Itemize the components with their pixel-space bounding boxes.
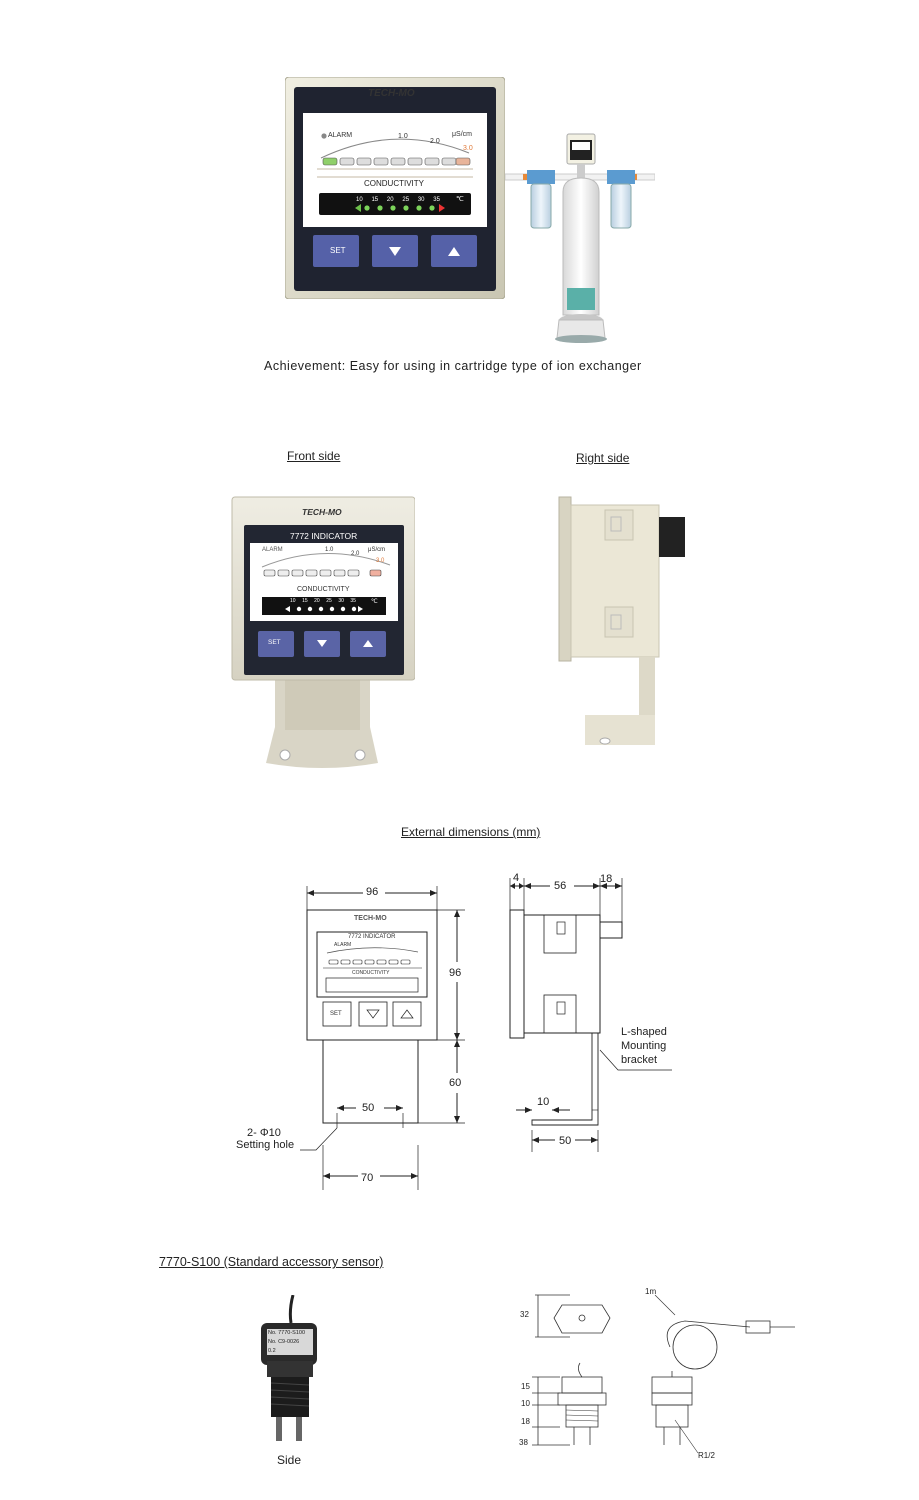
front-scale-1: 1.0	[325, 547, 334, 553]
dim-side-terminal: 18	[600, 873, 613, 885]
hero-scale-3: 3.0	[463, 145, 473, 152]
hero-model: 7772 INDICATOR	[356, 114, 432, 125]
sensor-side-label: Side	[277, 1453, 302, 1467]
front-temp-row: 10 15 20 25 30 35	[290, 598, 356, 604]
dim-hole-spacing: 50	[362, 1102, 375, 1114]
hero-conductivity: CONDUCTIVITY	[364, 179, 424, 188]
hero-scale-1: 1.0	[398, 133, 408, 140]
hero-deg: ℃	[456, 196, 464, 203]
sensor-thread: R1/2	[698, 1451, 715, 1460]
dim-bracket-height: 60	[449, 1077, 462, 1089]
hero-temp-row: 10 15 20 25 30 35	[356, 197, 440, 203]
dim-bracket-width: 70	[361, 1172, 374, 1184]
front-unit: μS/cm	[368, 547, 386, 553]
sensor-label-serial: No. C9-0026	[268, 1339, 300, 1345]
front-dimension-drawing	[220, 870, 480, 1200]
dim-front-conductivity: CONDUCTIVITY	[352, 970, 390, 976]
sensor-label-cell: 0.2	[268, 1348, 276, 1354]
hero-unit: μS/cm	[452, 131, 472, 138]
sensor-dim-18: 18	[521, 1417, 530, 1426]
hero-temp-10: 10	[356, 197, 363, 203]
front-model: 7772 INDICATOR	[290, 531, 358, 541]
dim-front-width: 96	[366, 886, 379, 898]
sensor-dim-10: 10	[521, 1399, 530, 1408]
hero-temp-15: 15	[371, 197, 379, 203]
front-alarm: ALARM	[262, 547, 283, 553]
sensor-cable-length: 1m	[645, 1287, 657, 1296]
hero-brand: TECH-MO	[368, 88, 415, 99]
dim-front-brand: TECH-MO	[354, 915, 387, 922]
front-side-label: Front side	[287, 449, 341, 463]
dim-side-bracket-depth: 50	[559, 1135, 572, 1147]
dim-bracket-label-1: L-shaped	[621, 1026, 667, 1038]
front-temp-35: 35	[350, 598, 356, 604]
front-temp-25: 25	[326, 598, 332, 604]
hero-temp-25: 25	[402, 197, 410, 203]
dim-hole-label-1: 2- Φ10	[247, 1127, 281, 1139]
cartridge-image	[504, 130, 656, 345]
hero-set-button: SET	[330, 246, 346, 255]
sensor-title: 7770-S100 (Standard accessory sensor)	[159, 1255, 384, 1269]
front-scale-2: 2.0	[351, 551, 360, 557]
dim-side-bracket-offset: 10	[537, 1096, 550, 1108]
front-brand: TECH-MO	[302, 507, 342, 517]
front-view-image	[230, 495, 416, 775]
hero-temp-30: 30	[417, 197, 425, 203]
dim-bracket-label-3: bracket	[621, 1054, 658, 1066]
front-temp-10: 10	[290, 598, 296, 604]
dim-front-model: 7772 INDICATOR	[348, 934, 396, 940]
hero-indicator-image	[284, 76, 506, 300]
front-temp-20: 20	[314, 598, 320, 604]
dimensions-title: External dimensions (mm)	[401, 825, 541, 839]
dim-side-bezel: 4	[513, 872, 520, 884]
sensor-photo	[245, 1294, 335, 1450]
right-view-image	[555, 495, 689, 755]
hero-temp-20: 20	[386, 197, 394, 203]
sensor-dim-38: 38	[519, 1438, 528, 1447]
side-dimension-drawing	[500, 870, 700, 1160]
dim-side-depth: 56	[554, 880, 567, 892]
dim-front-height: 96	[449, 967, 462, 979]
sensor-label-model: No. 7770-S100	[268, 1330, 305, 1336]
hero-temp-35: 35	[433, 197, 440, 203]
hero-alarm: ALARM	[328, 132, 353, 139]
front-conductivity: CONDUCTIVITY	[297, 586, 350, 593]
sensor-dim-top: 32	[520, 1310, 529, 1319]
dim-bracket-label-2: Mounting	[621, 1040, 667, 1052]
hero-scale-2: 2.0	[430, 138, 440, 145]
sensor-dimension-drawing	[510, 1285, 810, 1465]
dim-hole-label-2: Setting hole	[236, 1139, 295, 1151]
right-side-label: Right side	[576, 451, 630, 465]
front-temp-30: 30	[338, 598, 344, 604]
hero-caption: Achievement: Easy for using in cartridge…	[264, 359, 642, 373]
dim-front-alarm: ALARM	[334, 942, 352, 948]
dim-front-set: SET	[330, 1011, 342, 1017]
sensor-dim-15: 15	[521, 1382, 530, 1391]
front-scale-3: 3.0	[376, 558, 385, 564]
front-temp-15: 15	[302, 598, 308, 604]
front-set-button: SET	[268, 639, 281, 646]
front-deg: ℃	[371, 599, 378, 605]
